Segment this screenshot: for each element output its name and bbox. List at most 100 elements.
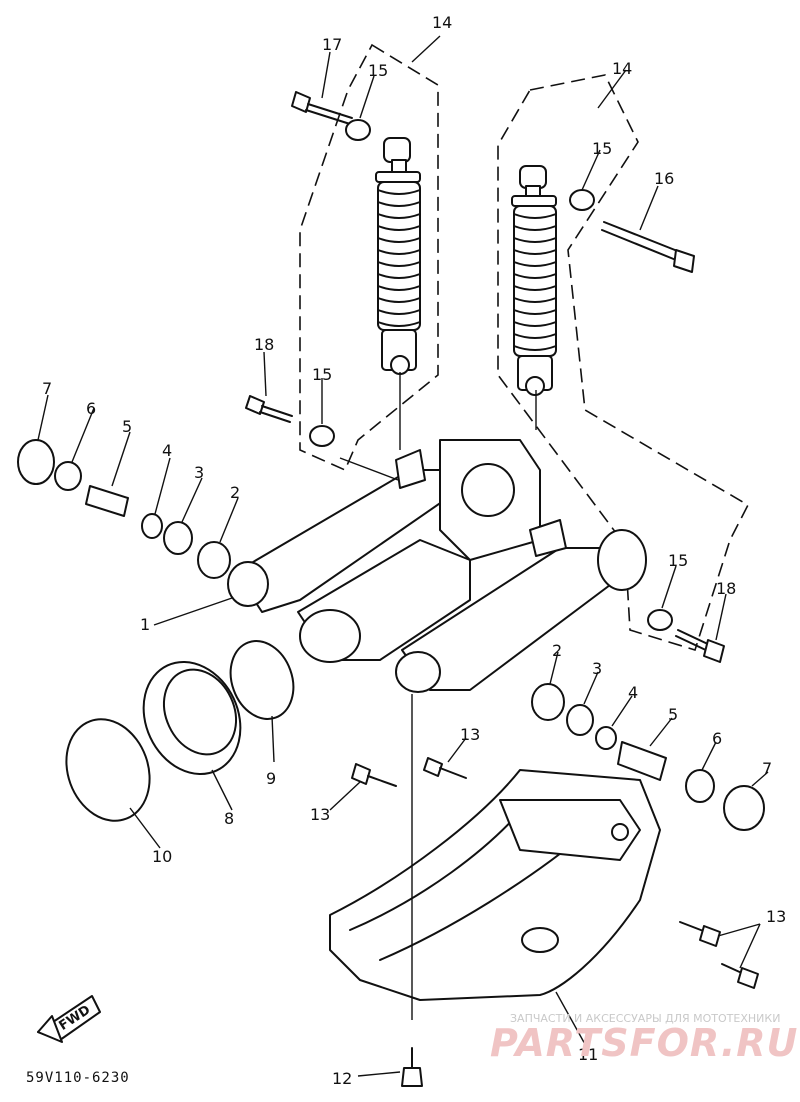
spring-coil xyxy=(513,333,557,339)
skid-plate-11 xyxy=(329,769,661,1001)
bolt-17 xyxy=(291,91,353,125)
callout-10: 10 xyxy=(152,847,172,866)
spring-coil xyxy=(513,225,557,231)
callout-13b: 13 xyxy=(310,805,330,824)
washer-4-left xyxy=(141,513,163,539)
seal-6-left xyxy=(54,461,82,491)
callout-15d: 15 xyxy=(668,551,688,570)
callout-7a: 7 xyxy=(42,379,52,398)
left-shock-spring xyxy=(377,189,421,327)
callout-5b: 5 xyxy=(668,705,678,724)
callout-13a: 13 xyxy=(460,725,480,744)
spring-coil xyxy=(513,213,557,219)
spring-coil xyxy=(513,249,557,255)
spring-coil xyxy=(513,285,557,291)
callout-3a: 3 xyxy=(194,463,204,482)
callout-18b: 18 xyxy=(716,579,736,598)
callout-2b: 2 xyxy=(552,641,562,660)
bearing-stack-left xyxy=(17,439,231,579)
collar-15-lower-left xyxy=(309,425,335,447)
callout-3b: 3 xyxy=(592,659,602,678)
bearing-2-right xyxy=(531,683,565,721)
spring-coil xyxy=(377,213,421,219)
bolt-18-left xyxy=(245,395,293,423)
bearing-2-left xyxy=(197,541,231,579)
watermark-brand: PARTSFOR.RU xyxy=(490,1021,798,1065)
callout-17: 17 xyxy=(322,35,342,54)
callout-4a: 4 xyxy=(162,441,172,460)
washer-4-right xyxy=(595,726,617,750)
shaft-5-left xyxy=(85,485,129,517)
callout-15b: 15 xyxy=(592,139,612,158)
collar-15-right xyxy=(647,609,673,631)
right-shock-spring xyxy=(513,213,557,351)
clamp-10 xyxy=(65,718,151,822)
bolt-12 xyxy=(401,1047,423,1087)
part-code: 59V110-6230 xyxy=(26,1070,130,1086)
spring-coil xyxy=(513,273,557,279)
cap-7-left xyxy=(17,439,55,485)
callout-14b: 14 xyxy=(612,59,632,78)
bearing-stack-right xyxy=(531,683,765,831)
spring-coil xyxy=(377,285,421,291)
callout-15c: 15 xyxy=(312,365,332,384)
spring-coil xyxy=(377,261,421,267)
spring-coil xyxy=(377,201,421,207)
collar-15-upper-right xyxy=(569,189,595,211)
callout-14a: 14 xyxy=(432,13,452,32)
spring-coil xyxy=(377,189,421,195)
callout-numbers: 14 14 17 15 15 16 18 15 7 6 5 4 3 2 1 15… xyxy=(42,13,786,1088)
spring-coil xyxy=(377,321,421,327)
spring-coil xyxy=(513,237,557,243)
spring-coil xyxy=(377,225,421,231)
callout-6a: 6 xyxy=(86,399,96,418)
shaft-5-right xyxy=(617,741,667,781)
spring-coil xyxy=(377,309,421,315)
callout-9: 9 xyxy=(266,769,276,788)
collar-15-upper-left xyxy=(345,119,371,141)
boot-8 xyxy=(142,660,242,776)
spring-coil xyxy=(377,249,421,255)
spring-coil xyxy=(513,309,557,315)
callout-15a: 15 xyxy=(368,61,388,80)
spring-coil xyxy=(513,345,557,351)
spring-coil xyxy=(513,297,557,303)
watermark: ЗАПЧАСТИ И АКСЕССУАРЫ ДЛЯ МОТОТЕХНИКИ PA… xyxy=(490,1012,798,1065)
callout-8: 8 xyxy=(224,809,234,828)
spring-coil xyxy=(513,261,557,267)
right-shock-absorber xyxy=(511,165,557,396)
callout-5a: 5 xyxy=(122,417,132,436)
watermark-caption: ЗАПЧАСТИ И АКСЕССУАРЫ ДЛЯ МОТОТЕХНИКИ xyxy=(510,1012,780,1025)
seal-6-right xyxy=(685,769,715,803)
callout-12: 12 xyxy=(332,1069,352,1088)
right-shock-group-outline xyxy=(497,74,750,651)
callout-13c: 13 xyxy=(766,907,786,926)
callout-4b: 4 xyxy=(628,683,638,702)
callout-1: 1 xyxy=(140,615,150,634)
callout-7b: 7 xyxy=(762,759,772,778)
leader-lines xyxy=(37,35,769,1077)
seal-3-left xyxy=(163,521,193,555)
callout-18a: 18 xyxy=(254,335,274,354)
bolt-13-left xyxy=(351,763,397,787)
swing-arm xyxy=(227,439,647,693)
spring-coil xyxy=(377,273,421,279)
cap-7-right xyxy=(723,785,765,831)
spring-coil xyxy=(377,237,421,243)
left-shock-absorber xyxy=(375,137,421,375)
bolt-13-center xyxy=(423,757,467,779)
bolt-18-right xyxy=(675,629,725,663)
seal-3-right xyxy=(566,704,594,736)
callout-6b: 6 xyxy=(712,729,722,748)
bolt-13-right-upper xyxy=(679,921,721,947)
left-shock-group-outline xyxy=(299,43,439,472)
spring-coil xyxy=(513,321,557,327)
callout-2a: 2 xyxy=(230,483,240,502)
callout-16: 16 xyxy=(654,169,674,188)
spring-coil xyxy=(377,297,421,303)
clamp-9 xyxy=(229,640,295,720)
bolt-13-right-lower xyxy=(721,963,759,989)
fwd-arrow: FWD xyxy=(37,995,101,1043)
